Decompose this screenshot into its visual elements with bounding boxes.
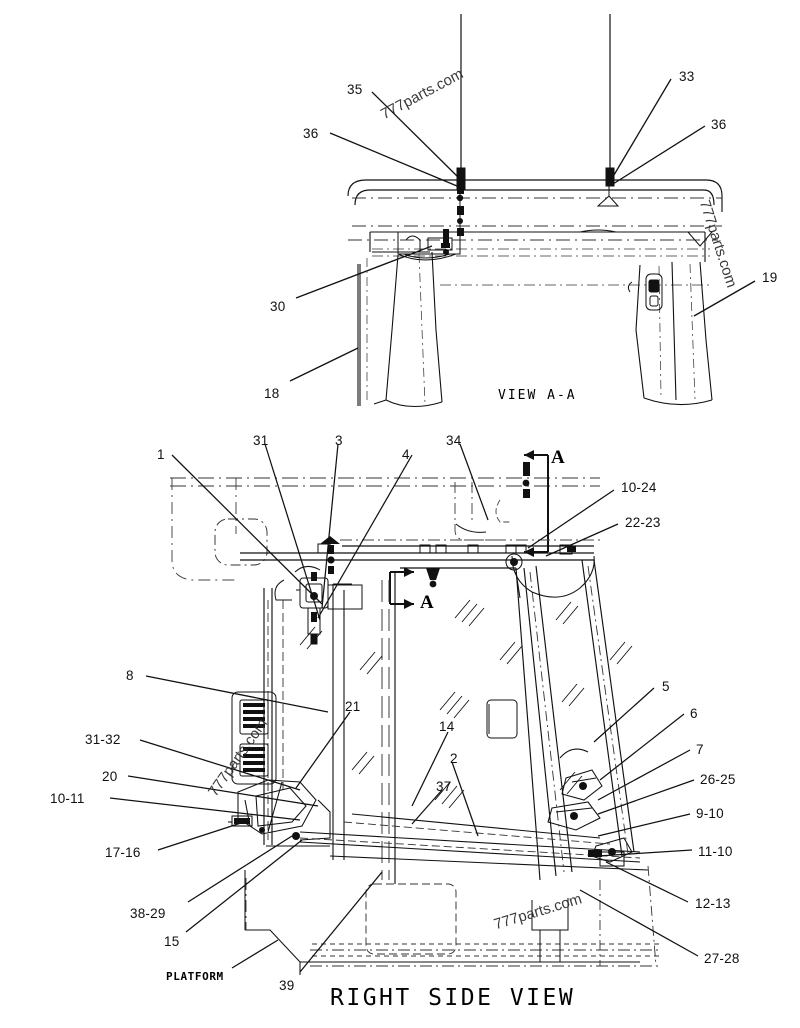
section-arrow-bottom [524,547,534,557]
side-view-front-pillar [263,588,273,845]
callout-7: 7 [696,742,704,757]
callout-20: 20 [102,769,118,784]
section-bolt-inner [426,568,440,588]
side-view-rear-lower-dashed [599,865,657,967]
side-view-hood-outline [171,478,237,581]
side-view-platform [244,870,640,975]
side-view-panel-hook [455,523,487,533]
callout-15: 15 [164,934,180,949]
side-view-platform-grating [312,943,660,957]
top-view-left-pillar [357,251,443,406]
side-view-left-arm-bolts [234,818,300,840]
callout-14: 14 [439,719,455,734]
callout-34: 34 [446,433,462,448]
callout-31-32: 31-32 [85,732,121,747]
section-arrow-top [524,450,534,460]
callout-4: 4 [402,447,410,462]
side-view-roof-rail [240,545,594,561]
side-view-rear-pillars-dashed [529,565,629,873]
top-view-left-pillar-dashed [366,253,426,405]
section-arrow-inner-bottom [404,599,414,609]
view-a-a-title: VIEW A-A [498,388,577,403]
callout-19: 19 [762,270,778,285]
section-bolt-top [522,462,530,498]
callout-26-25: 26-25 [700,772,736,787]
top-view-pillar-base [385,399,443,407]
side-view-glass-hatch [299,599,633,809]
callout-27-28: 27-28 [704,951,740,966]
side-view-platform-dashed [245,878,660,967]
callout-3: 3 [335,433,343,448]
callout-17-16: 17-16 [105,845,141,860]
side-view-roof-hardware [320,536,340,574]
side-view-rear-hook [505,553,595,599]
callout-39: 39 [279,978,295,993]
callout-5: 5 [662,679,670,694]
top-view-vertical-rods [460,14,611,185]
callout-12-13: 12-13 [695,896,731,911]
callout-1: 1 [157,447,165,462]
side-view-electrical-terminals [243,703,265,772]
callout-36-right: 36 [711,117,727,132]
section-letter-a-top: A [551,447,565,468]
side-view-front-bracket [274,566,363,645]
callout-37: 37 [436,779,452,794]
top-view-latch-detail [627,273,663,311]
right-side-view-title: RIGHT SIDE VIEW [330,985,576,1011]
top-view-rod-fittings [456,167,615,191]
section-letter-a-inner: A [420,592,434,613]
callout-8: 8 [126,668,134,683]
top-view-right-v [687,231,713,247]
side-view-group [109,443,699,975]
side-view-right-linkage [547,748,633,867]
side-view-platform-posts [531,898,569,962]
callout-22-23: 22-23 [625,515,661,530]
top-view-center-rod [459,186,610,232]
section-arrow-inner-top [404,567,414,577]
top-view-right-arc [579,229,617,233]
callout-2: 2 [450,751,458,766]
side-view-glass-panel [394,567,541,884]
side-view-door-frame-dashed [381,580,390,880]
callout-31: 31 [253,433,269,448]
callout-21: 21 [345,699,361,714]
callout-11-10: 11-10 [698,844,733,859]
callout-36-left: 36 [303,126,319,141]
side-view-door-frame [332,583,352,860]
callout-38-29: 38-29 [130,906,166,921]
callout-33: 33 [679,69,695,84]
callout-6: 6 [690,706,698,721]
section-marker-bracket-inner [389,571,414,605]
top-view-right-pillar-dashed [658,263,696,400]
callout-30: 30 [270,299,286,314]
callout-10-11: 10-11 [50,791,85,806]
side-view-platform-hatch [365,883,457,955]
top-view-roof-dashed [348,197,722,241]
side-view-upper-right-panel [454,482,500,541]
top-view-right-bracket [596,195,620,207]
side-view-top-datum [170,477,600,487]
top-view-group [289,14,756,407]
callout-9-10: 9-10 [696,806,724,821]
callout-18: 18 [264,386,280,401]
side-view-left-arm-cluster [228,779,331,841]
side-view-front-bracket-bolts [310,572,318,622]
top-view-right-pillar [635,261,713,406]
side-view-right-linkage-bolts [570,782,616,857]
side-view-rear-hook-bolts [510,546,576,566]
top-view-body-dashed [372,248,712,286]
platform-label: PLATFORM [166,970,224,983]
side-view-leaders [109,443,699,973]
callout-35: 35 [347,82,363,97]
top-view-center-hardware [397,231,461,261]
side-view-hood-window [214,518,268,566]
top-view-roof-outline [347,179,723,212]
side-view-hook-detail [495,499,512,523]
side-view-lower-beams [266,813,649,871]
callout-10-24: 10-24 [621,480,657,495]
side-view-mid-panel [486,699,518,739]
